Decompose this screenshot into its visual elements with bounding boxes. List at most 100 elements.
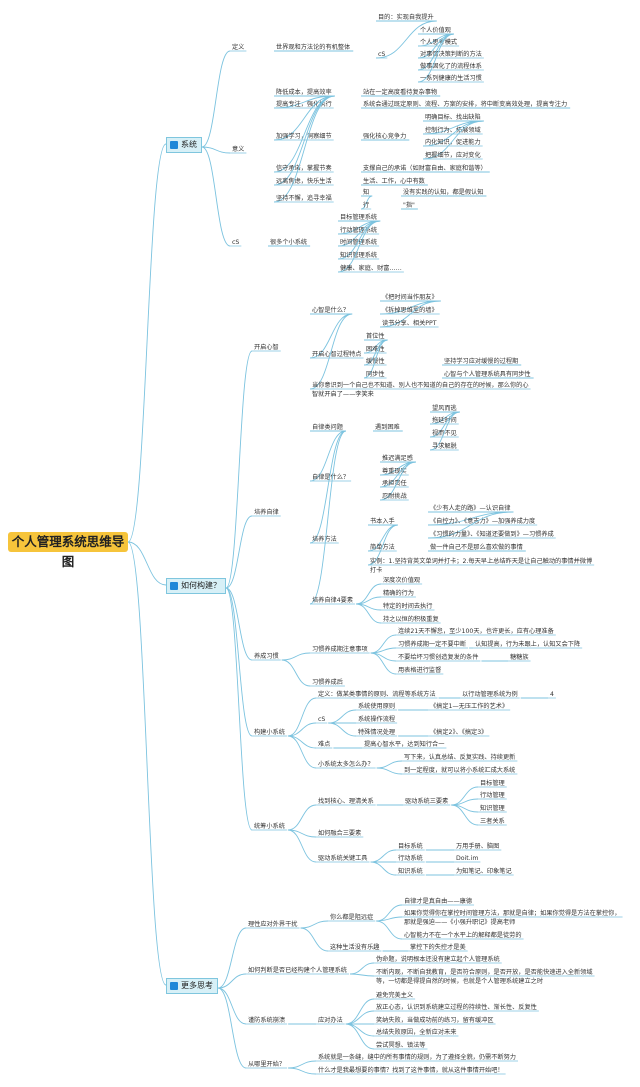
mind-node[interactable]: 当你意识到一个自己也不知道、别人也不知道的自己的存在的时候，那么你的心 <box>312 381 529 389</box>
mind-node[interactable]: 把握细节，应对变化 <box>425 151 481 159</box>
mind-node[interactable]: 以行动管理系统为例 <box>462 690 518 698</box>
mind-node[interactable]: 为知笔记、印象笔记 <box>456 867 512 875</box>
mind-node[interactable]: 首位性 <box>366 332 385 340</box>
mind-node[interactable]: 知识管理系统 <box>340 251 377 259</box>
mind-node[interactable]: 坚持不懈，追寻幸福 <box>276 194 332 202</box>
mind-node[interactable]: 《自控力》、《意志力》—加强养成力度 <box>430 517 535 525</box>
mind-node[interactable]: 精确的行为 <box>383 589 414 597</box>
mind-node[interactable]: 开启心智 <box>254 343 279 351</box>
mind-node[interactable]: 世界观和方法论的有机整体 <box>276 43 351 51</box>
mind-node[interactable]: 知识管理 <box>480 804 505 812</box>
mind-node[interactable]: 不要给坏习惯创造复发的条件 <box>398 653 478 661</box>
mind-node[interactable]: 从哪里开始？ <box>248 1060 285 1068</box>
mind-node[interactable]: 掌控下的失控才是美 <box>410 943 466 951</box>
mind-node[interactable]: 控制行为、拓展领域 <box>425 126 481 134</box>
mind-node[interactable]: 习惯养成期注意事项 <box>312 645 368 653</box>
mind-node[interactable]: 行动系统 <box>398 854 423 862</box>
mind-node[interactable]: 不断内观，不断自我教育，是否符合原则，是否开放，是否能快速进入全新领域 <box>376 968 593 976</box>
mind-node[interactable]: 承担责任 <box>382 479 407 487</box>
mind-node[interactable]: 降低成本，提高效率 <box>276 88 332 96</box>
mind-node[interactable]: 提高心智水平，达到知行合一 <box>364 740 444 748</box>
mind-node[interactable]: 系统就是一条缝，缝中的所有事情的规则，为了遵择全貌，仍需不断努力 <box>318 1053 516 1061</box>
mind-node[interactable]: 时间管理系统 <box>340 238 377 246</box>
mind-node[interactable]: 个人价值观 <box>420 26 451 34</box>
mind-node[interactable]: 心智是什么？ <box>312 306 349 314</box>
mind-node[interactable]: 寻求解脱 <box>432 442 457 450</box>
mind-node[interactable]: 站在一定高度看待复杂事物 <box>363 88 437 96</box>
mind-node[interactable]: 如何融合三要素 <box>318 829 361 837</box>
mind-node[interactable]: 理性应对外界干扰 <box>248 920 298 928</box>
mind-node[interactable]: 对事情决策判断的方法 <box>420 50 482 58</box>
mind-node[interactable]: 明确目标、找出缺陷 <box>425 113 481 121</box>
mind-node[interactable]: 系统操作流程 <box>358 715 395 723</box>
mind-node[interactable]: 推迟满足感 <box>382 454 413 462</box>
mind-node[interactable]: 目标系统 <box>398 842 423 850</box>
mind-node[interactable]: 遇到困难 <box>375 423 400 431</box>
mind-node[interactable]: 拖延时间 <box>432 416 457 424</box>
mind-node[interactable]: 用表格进行监督 <box>398 666 441 674</box>
branch-system[interactable]: 系统 <box>166 137 202 153</box>
mind-node[interactable]: 伪命题，说明根本还没有建立起个人管理系统 <box>376 955 500 963</box>
mind-node[interactable]: 找到核心、理清关系 <box>318 797 374 805</box>
mind-node[interactable]: 自律是什么？ <box>312 473 349 481</box>
mind-node[interactable]: 小系统太多怎么办？ <box>318 760 374 768</box>
mind-node[interactable]: 连续21天不懈怠，至少100天，也许更长，应有心理准备 <box>398 627 555 635</box>
mind-node[interactable]: 一系列健康的生活习惯 <box>420 74 482 82</box>
mind-node[interactable]: 望风而逃 <box>432 404 457 412</box>
branch-more-thoughts[interactable]: 更多思考 <box>166 978 218 994</box>
mind-node[interactable]: 信守承诺，掌握节奏 <box>276 164 332 172</box>
mind-node[interactable]: 《搞定2》、《搞定3》 <box>430 728 487 736</box>
mind-node[interactable]: 尝试冥想、镇法等 <box>376 1041 426 1049</box>
mind-node[interactable]: 深度次价值观 <box>383 576 420 584</box>
mind-node[interactable]: 智就开启了——李笑来 <box>312 390 374 398</box>
mind-node[interactable]: 知 <box>363 188 369 196</box>
mind-node[interactable]: 生活、工作，心中有数 <box>363 177 426 185</box>
mind-node[interactable]: 行动管理 <box>480 791 505 799</box>
mind-node[interactable]: 《搞定1—无压工作的艺术》 <box>430 702 508 710</box>
mind-node[interactable]: 强化核心竞争力 <box>363 132 406 140</box>
mind-node[interactable]: 难点 <box>318 740 330 748</box>
mind-node[interactable]: 谨防系统崩溃 <box>248 1016 285 1024</box>
mind-node[interactable]: 行动管理系统 <box>340 226 377 234</box>
mind-node[interactable]: Doit.im <box>456 855 478 862</box>
mind-node[interactable]: 定义：做某类事情的原则、流程等系统方法 <box>318 690 436 698</box>
mind-node[interactable]: 写下来，认真总结、反复实践、持续更新 <box>404 753 515 761</box>
mind-node[interactable]: "指" <box>403 201 415 209</box>
mind-node[interactable]: 支撑自己的承诺（如财富自由、家庭和谐等） <box>363 164 487 172</box>
mind-node[interactable]: 4 <box>550 691 554 698</box>
mind-node[interactable]: 到一定程度，就可以将小系统汇成大系统 <box>404 766 515 774</box>
mind-node[interactable]: 这种生活没有乐趣 <box>330 943 380 951</box>
mind-node[interactable]: 应对办法 <box>318 1016 343 1024</box>
mind-node[interactable]: 如何判断是否已经构建个人管理系统 <box>248 966 347 974</box>
mind-node[interactable]: cS <box>378 51 385 58</box>
mind-node[interactable]: 你么都是阻远症 <box>330 913 373 921</box>
mind-node[interactable]: 心智与个人管理系统具有同步性 <box>444 370 531 378</box>
mind-node[interactable]: 养成习惯 <box>254 652 279 660</box>
mind-node[interactable]: 做事固化了的流程体系 <box>420 62 482 70</box>
mind-node[interactable]: 系统会通过既定原则、流程、方案的安排，将中断变高效处理，提高专注力 <box>363 100 567 108</box>
mind-node[interactable]: 那就是强迫——《小强升职记》提高老师 <box>404 918 515 926</box>
mind-node[interactable]: 放正心态，认识到系统建立过程的持续性、渐长性、反复性 <box>376 1003 537 1011</box>
mind-node[interactable]: 定义 <box>232 43 244 51</box>
mind-node[interactable]: 《习惯的力量》、《知道还要做到》—习惯养成 <box>430 530 554 538</box>
mind-node[interactable]: 培养自律 <box>254 508 279 516</box>
mind-node[interactable]: 认知提高，行为未跟上，认知又会下降 <box>475 640 580 648</box>
mind-node[interactable]: 内化知识，促进能力 <box>425 138 481 146</box>
mind-node[interactable]: 目标管理系统 <box>340 213 377 221</box>
mind-node[interactable]: cS <box>318 716 325 723</box>
mind-node[interactable]: 尊重现实 <box>382 467 407 475</box>
mind-node[interactable]: 忍耐挑战 <box>382 492 408 500</box>
root-node[interactable]: 个人管理系统思维导图 <box>8 532 128 569</box>
mind-node[interactable]: 《拆掉思维里的墙》 <box>382 306 438 314</box>
mind-node[interactable]: 读书分享、相关PPT <box>382 319 437 327</box>
mind-node[interactable]: 没有实践的认知，都是假认知 <box>403 188 483 196</box>
mind-node[interactable]: 统筹小系统 <box>254 822 285 830</box>
mind-node[interactable]: 提高专注，强化执行 <box>276 100 332 108</box>
mind-node[interactable]: 远离焦虑，快乐生活 <box>276 177 332 185</box>
mind-node[interactable]: 驱动系统三要素 <box>405 797 448 805</box>
mind-node[interactable]: 系统使用原则 <box>358 702 395 710</box>
mind-node[interactable]: 意义 <box>232 145 244 153</box>
mind-node[interactable]: 万用手册、脑图 <box>456 842 499 850</box>
mind-node[interactable]: 等，一切都是得提自然的时候，也就是个人管理系统建立之时 <box>376 977 543 985</box>
mind-node[interactable]: 同步性 <box>366 370 385 378</box>
